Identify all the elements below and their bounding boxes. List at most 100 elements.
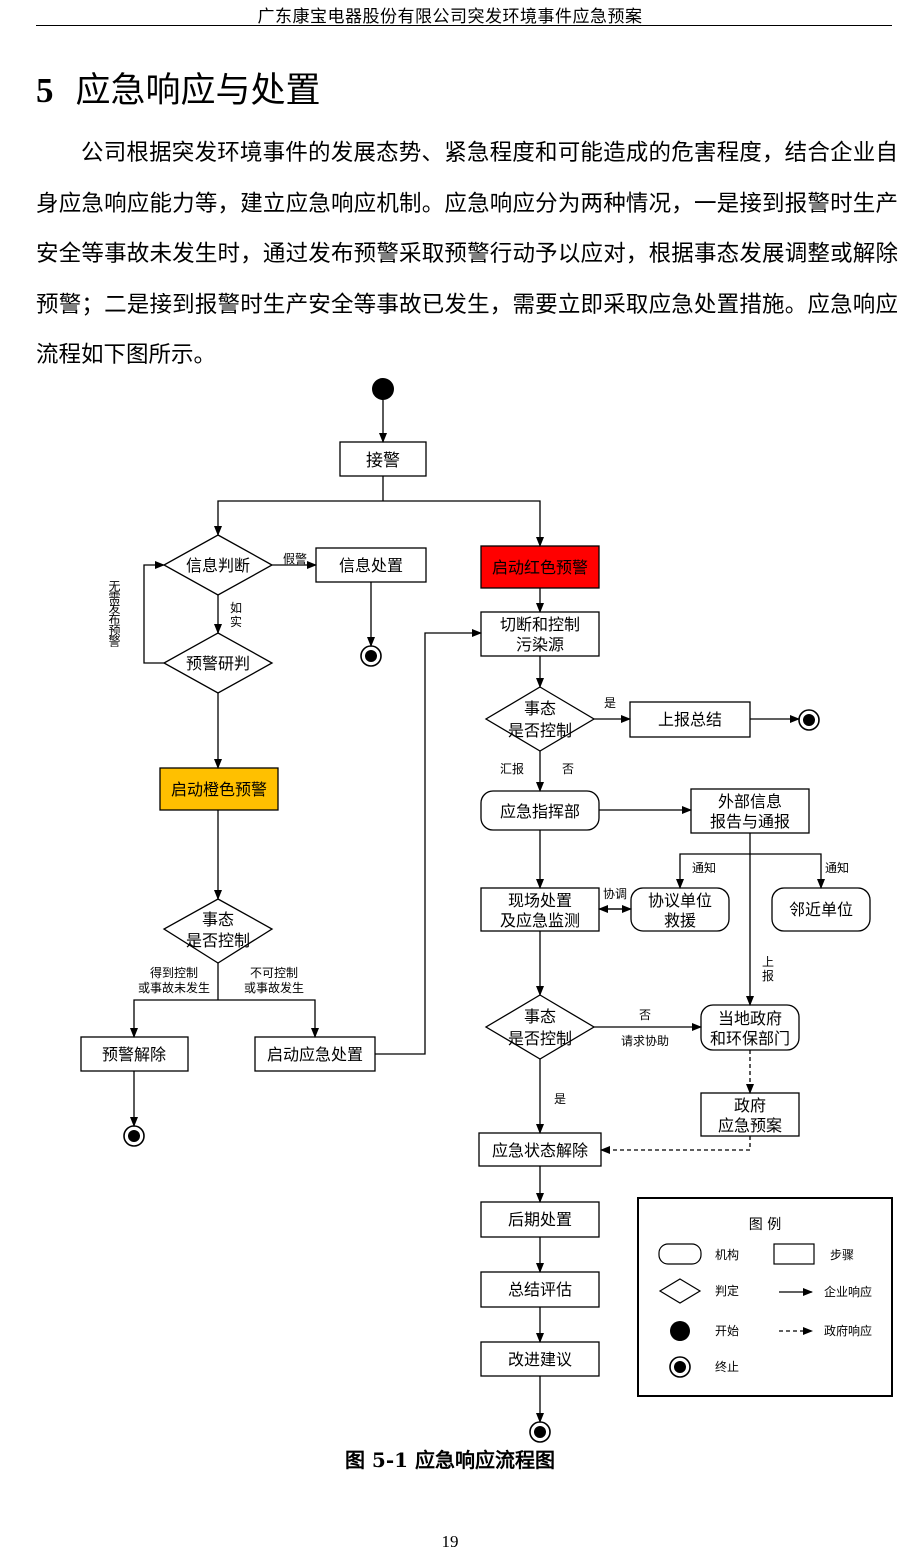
aftermath-label: 后期处置 (508, 1210, 572, 1229)
info-handle-box (315, 547, 427, 583)
end-node-summary-dot (803, 714, 815, 726)
external-info-box (690, 788, 810, 834)
label-notify-2: 通知 (825, 861, 849, 875)
label-escalate-1: 上 (762, 955, 774, 969)
end-node-final-dot (534, 1426, 546, 1438)
label-coordinate: 协调 (603, 886, 627, 901)
legend-enterprise-label: 企业响应 (824, 1284, 872, 1299)
edge-no-publish-loop (143, 561, 165, 664)
figure-caption: 图 5-1 应急响应流程图 (344, 1448, 556, 1472)
cut-control-label-2: 污染源 (516, 635, 564, 654)
edge-plan-to-release (600, 1136, 751, 1154)
legend-agency-label: 机构 (715, 1247, 739, 1262)
evaluation-label: 总结评估 (508, 1280, 572, 1299)
state-release-label: 应急状态解除 (492, 1141, 588, 1160)
end-node-release-dot (128, 1130, 140, 1142)
legend-title: 图 例 (749, 1217, 781, 1233)
decision-c-label-2: 是否控制 (186, 931, 250, 950)
label-false-alarm: 假警 (283, 551, 307, 566)
receive-alarm-label: 接警 (366, 451, 400, 471)
edge-split-right (383, 500, 544, 547)
label-controlled-1: 得到控制 (150, 965, 198, 980)
orange-warning-box (159, 767, 279, 811)
onsite-label-1: 现场处置 (508, 891, 572, 910)
start-response-label: 启动应急处置 (267, 1045, 363, 1064)
edge-controlled (130, 999, 218, 1038)
legend-end-dot (674, 1361, 686, 1373)
legend-agency-shape (658, 1243, 702, 1265)
body-paragraph: 公司根据突发环境事件的发展态势、紧急程度和可能造成的危害程度，结合企业自身应急响… (36, 140, 898, 368)
decision-a-diamond (484, 686, 596, 752)
legend-gov-label: 政府响应 (824, 1323, 872, 1338)
decision-b-label-1: 事态 (524, 1007, 556, 1026)
label-true-1: 如 (230, 600, 242, 615)
gov-plan-label-2: 应急预案 (718, 1116, 782, 1135)
label-no-b: 否 (639, 1008, 651, 1022)
label-uncontrolled-1: 不可控制 (250, 966, 298, 980)
info-handle-label: 信息处置 (339, 556, 403, 575)
external-info-label-1: 外部信息 (718, 792, 782, 811)
red-warning-label: 启动红色预警 (492, 558, 588, 577)
aftermath-box (480, 1201, 600, 1238)
label-uncontrolled-2: 或事故发生 (244, 980, 304, 995)
label-no-need-publish: 无需发布预警 (107, 580, 121, 647)
legend-decision-label: 判定 (715, 1283, 739, 1298)
page-header: 广东康宝电器股份有限公司突发环境事件应急预案 (257, 7, 643, 27)
label-true-2: 实 (230, 614, 242, 629)
agreement-unit-label-1: 协议单位 (648, 891, 712, 910)
decision-a-label-2: 是否控制 (508, 721, 572, 740)
edge-notify-neighbor (750, 853, 825, 889)
label-report-a: 汇报 (500, 761, 524, 776)
end-node-info-dot (365, 650, 377, 662)
label-controlled-2: 或事故未发生 (138, 980, 210, 995)
edge-notify-agreement (676, 853, 750, 889)
edge-response-to-cut (375, 629, 482, 1055)
section-title-text: 应急响应与处置 (75, 71, 321, 111)
report-summary-label: 上报总结 (658, 710, 722, 729)
decision-b-label-2: 是否控制 (508, 1029, 572, 1048)
flow-connectors (130, 400, 825, 1423)
legend-decision-shape (658, 1278, 702, 1304)
red-warning-box (480, 545, 600, 589)
decision-c-label-1: 事态 (202, 910, 234, 929)
edge-uncontrolled (218, 999, 319, 1038)
label-yes-a: 是 (604, 696, 616, 710)
header-rule (36, 25, 892, 26)
receive-alarm-box (339, 441, 427, 477)
start-node (372, 378, 394, 400)
label-no-a: 否 (562, 762, 574, 776)
label-request-help: 请求协助 (621, 1033, 669, 1048)
orange-warning-label: 启动橙色预警 (171, 780, 267, 799)
legend-step-label: 步骤 (830, 1248, 854, 1262)
legend-start-label: 开始 (715, 1324, 739, 1338)
label-yes-b: 是 (554, 1092, 566, 1106)
section-title: 5 应急响应与处置 (36, 62, 321, 113)
legend-start-shape (670, 1321, 690, 1341)
page-number: 19 (441, 1532, 459, 1551)
legend-step-shape (773, 1243, 815, 1265)
decision-a-label-1: 事态 (524, 699, 556, 718)
edge-split-left (214, 500, 383, 536)
info-judge-label: 信息判断 (186, 556, 250, 575)
legend-end-label: 终止 (715, 1359, 739, 1374)
release-warning-label: 预警解除 (102, 1045, 166, 1064)
suggestion-label: 改进建议 (508, 1350, 572, 1369)
external-info-label-2: 报告与通报 (710, 812, 790, 831)
legend: 图 例 机构 步骤 判定 企业响应 开始 政府响应 终止 (637, 1197, 893, 1397)
decision-b-diamond (484, 994, 596, 1060)
local-gov-label-1: 当地政府 (718, 1009, 782, 1028)
evaluation-box (480, 1271, 600, 1308)
neighbor-unit-label: 邻近单位 (789, 900, 853, 919)
gov-connectors (600, 1050, 754, 1154)
label-notify-1: 通知 (692, 861, 716, 875)
section-number: 5 (36, 71, 54, 110)
onsite-label-2: 及应急监测 (500, 911, 580, 930)
local-gov-label-2: 和环保部门 (710, 1029, 790, 1048)
command-dept-label: 应急指挥部 (500, 802, 580, 821)
gov-plan-box (700, 1092, 800, 1137)
release-warning-box (80, 1036, 189, 1072)
label-escalate-2: 报 (762, 968, 774, 983)
agreement-unit-label-2: 救援 (664, 911, 696, 930)
gov-plan-label-1: 政府 (734, 1096, 766, 1115)
